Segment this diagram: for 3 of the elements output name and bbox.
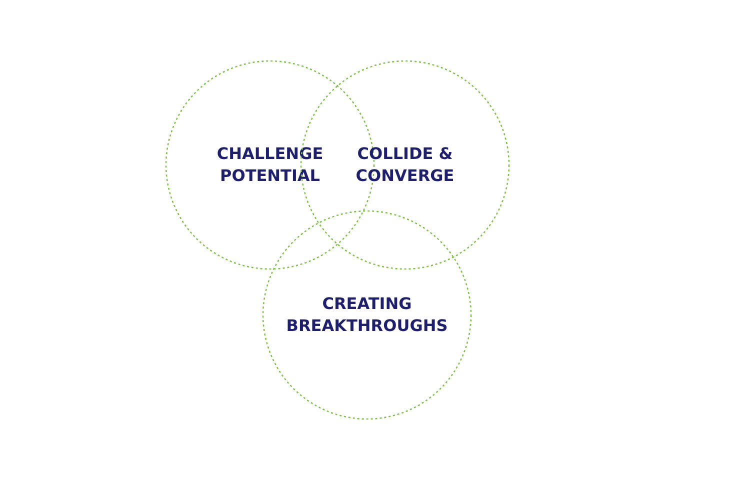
circle-label: COLLIDE & CONVERGE — [354, 143, 456, 187]
circle-label: CHALLENGE POTENTIAL — [216, 143, 324, 187]
circle-label: CREATING BREAKTHROUGHS — [285, 293, 449, 337]
